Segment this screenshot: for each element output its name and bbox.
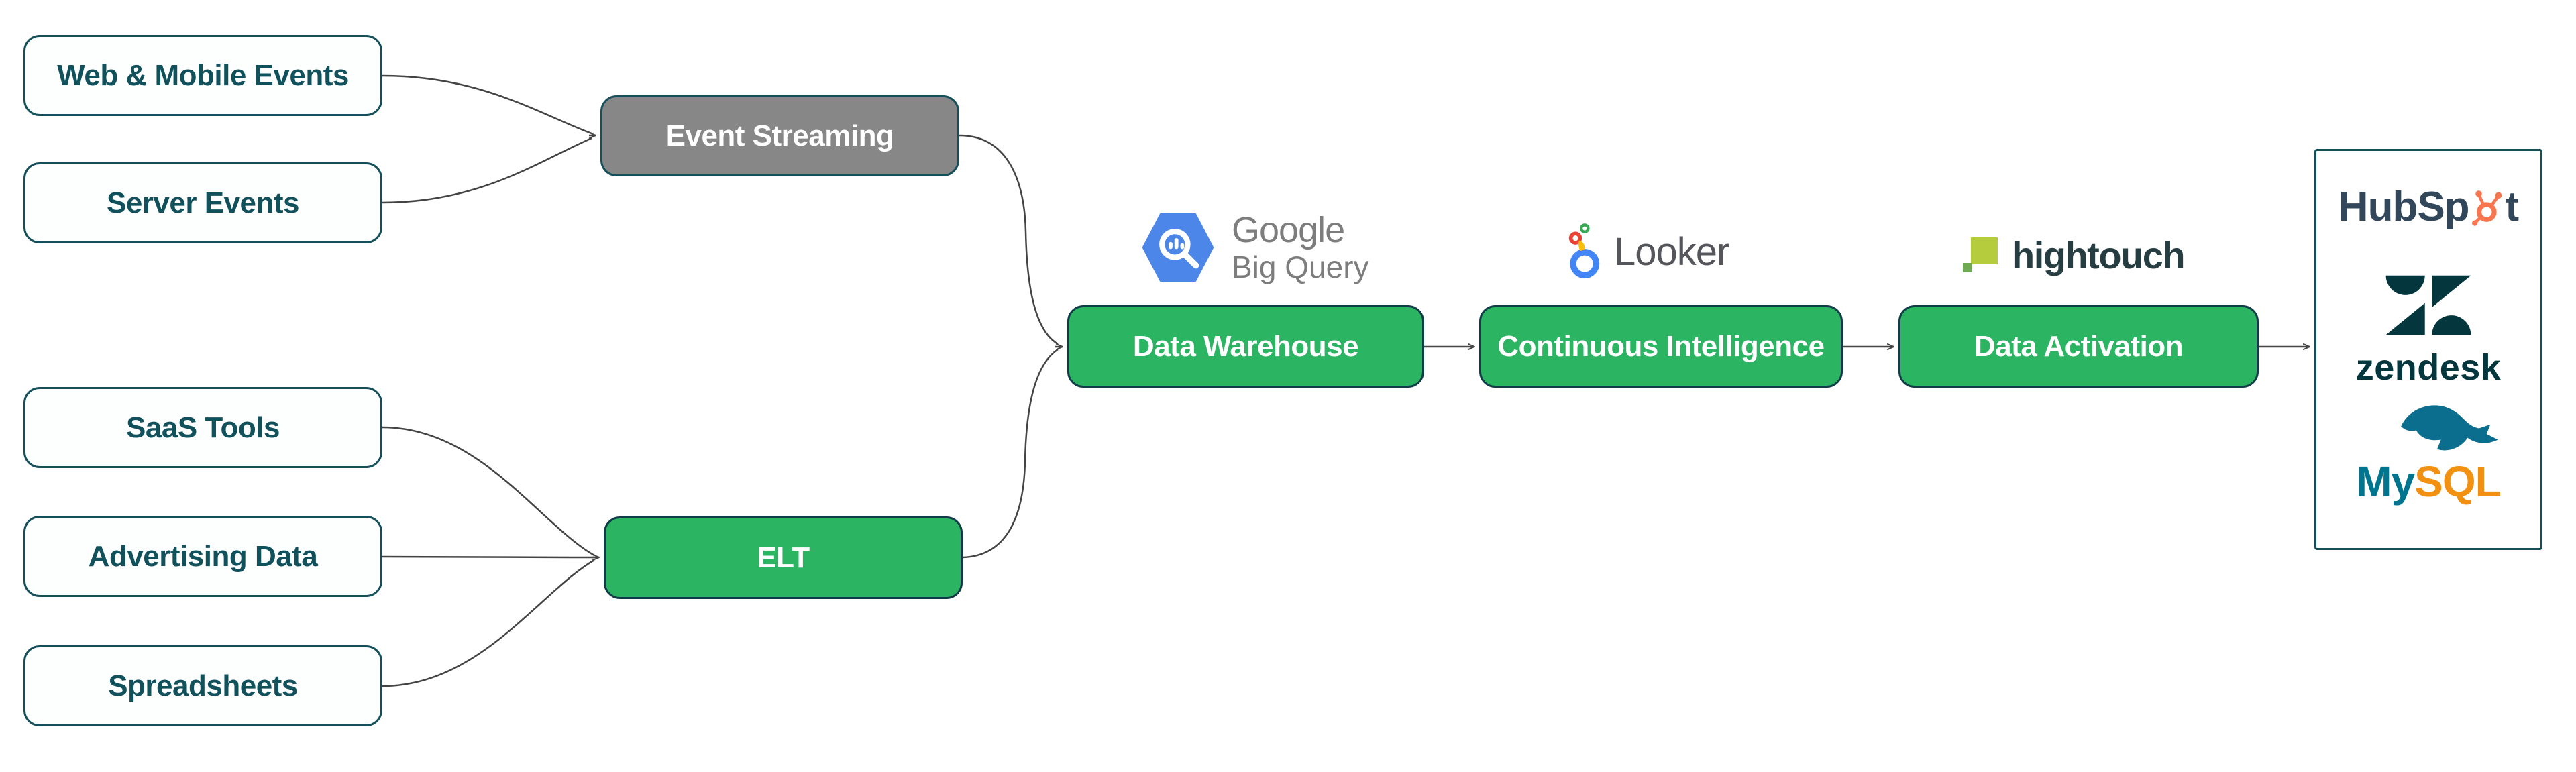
source-box-spreadsheets: Spreadsheets: [23, 645, 382, 726]
bigquery-wordmark: Big Query: [1232, 250, 1369, 285]
hightouch-logo: hightouch: [1962, 231, 2186, 279]
connector-spreadsheets-to-elt: [382, 559, 595, 687]
stage-label-data-warehouse: Data Warehouse: [1132, 329, 1359, 363]
hightouch-icon: [1963, 237, 1998, 272]
hubspot-logo: HubSp t: [2316, 183, 2540, 231]
stage-box-data-activation: Data Activation: [1898, 305, 2259, 388]
source-box-advertising-data: Advertising Data: [23, 516, 382, 597]
source-label-web-mobile-events: Web & Mobile Events: [57, 58, 349, 92]
connector-saas-to-elt: [382, 426, 595, 557]
hubspot-wordmark-left: HubSp: [2338, 184, 2470, 230]
source-label-advertising-data: Advertising Data: [88, 539, 318, 573]
mysql-dolphin-row: [2316, 398, 2540, 470]
stage-box-continuous-intelligence: Continuous Intelligence: [1479, 305, 1843, 388]
hubspot-sprocket-icon: [2471, 190, 2502, 226]
source-label-saas-tools: SaaS Tools: [126, 410, 280, 444]
source-box-web-mobile-events: Web & Mobile Events: [23, 35, 382, 116]
looker-icon: [1568, 223, 1600, 278]
source-box-server-events: Server Events: [23, 162, 382, 243]
looker-logo: Looker: [1568, 223, 1729, 280]
stage-label-event-streaming: Event Streaming: [665, 119, 894, 152]
hightouch-wordmark: hightouch: [2012, 233, 2186, 276]
stage-box-event-streaming: Event Streaming: [600, 95, 959, 176]
zendesk-wordmark: zendesk: [2355, 347, 2502, 388]
bigquery-hexagon-icon: [1142, 213, 1214, 282]
connector-elt-to-warehouse: [962, 348, 1059, 559]
connector-web-mobile-to-event-streaming: [382, 74, 592, 135]
source-label-server-events: Server Events: [106, 186, 300, 219]
mysql-logo: My SQL: [2316, 457, 2540, 506]
google-wordmark: Google: [1232, 210, 1345, 250]
mysql-wordmark-my: My: [2356, 457, 2415, 506]
zendesk-wordmark-row: zendesk: [2316, 347, 2540, 388]
source-box-saas-tools: SaaS Tools: [23, 387, 382, 468]
stage-box-elt: ELT: [604, 516, 963, 599]
zendesk-logo: [2316, 272, 2540, 339]
stage-label-data-activation: Data Activation: [1974, 329, 2184, 363]
stage-label-continuous-intelligence: Continuous Intelligence: [1497, 329, 1825, 363]
looker-wordmark: Looker: [1614, 229, 1729, 274]
mysql-wordmark-sql: SQL: [2414, 457, 2502, 506]
connector-event-streaming-to-warehouse: [959, 134, 1059, 345]
mysql-dolphin-icon: [2401, 405, 2498, 451]
source-label-spreadsheets: Spreadsheets: [108, 669, 298, 702]
stage-label-elt: ELT: [757, 541, 810, 574]
destinations-panel: HubSp t z: [2314, 149, 2542, 550]
zendesk-mark-icon: [2385, 275, 2471, 335]
hubspot-wordmark-right: t: [2505, 184, 2520, 230]
stage-box-data-warehouse: Data Warehouse: [1067, 305, 1424, 388]
connector-server-to-event-streaming: [382, 137, 592, 204]
google-bigquery-logo: Google Big Query: [1139, 208, 1369, 287]
